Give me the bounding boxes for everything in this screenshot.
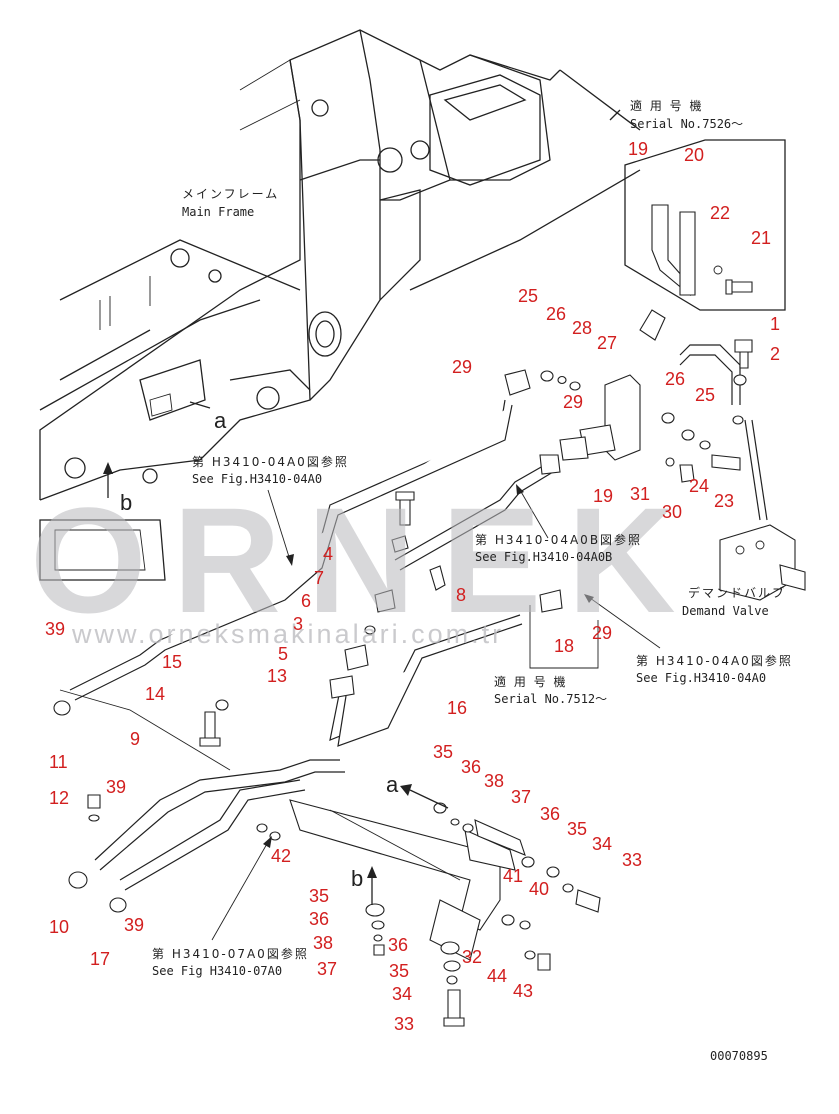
callout-24: 24 bbox=[689, 476, 709, 496]
ref-1-en: See Fig.H3410-04A0 bbox=[192, 472, 322, 486]
callout-36: 36 bbox=[461, 757, 481, 777]
main-frame-label-ja: メインフレーム bbox=[182, 187, 279, 201]
detail-inset bbox=[624, 139, 786, 341]
pipe-assembly bbox=[59, 344, 768, 961]
callout-27: 27 bbox=[597, 333, 617, 353]
callout-26: 26 bbox=[546, 304, 566, 324]
view-b-lower: b bbox=[351, 866, 363, 891]
callout-36c: 36 bbox=[309, 909, 329, 929]
callout-33b: 33 bbox=[394, 1014, 414, 1034]
demand-valve-en: Demand Valve bbox=[682, 604, 769, 618]
callout-38: 38 bbox=[484, 771, 504, 791]
callout-23: 23 bbox=[714, 491, 734, 511]
callout-9: 9 bbox=[130, 729, 140, 749]
callout-41: 41 bbox=[503, 866, 523, 886]
callout-28: 28 bbox=[572, 318, 592, 338]
callout-31: 31 bbox=[630, 484, 650, 504]
ref-4-ja: 第 H3410-07A0図参照 bbox=[152, 946, 309, 961]
callout-29b: 29 bbox=[563, 392, 583, 412]
drawing-number: 00070895 bbox=[710, 1049, 768, 1063]
main-frame-drawing bbox=[39, 29, 641, 581]
serial-top-ja: 適 用 号 機 bbox=[630, 98, 703, 113]
ref-1-ja: 第 H3410-04A0図参照 bbox=[192, 454, 349, 469]
ref-3-en: See Fig.H3410-04A0 bbox=[636, 671, 766, 685]
callout-19-inset: 19 bbox=[628, 139, 648, 159]
watermark: ORNEK www.orneksmakinalari.com.tr bbox=[30, 476, 702, 649]
callout-30: 30 bbox=[662, 502, 682, 522]
callout-6: 6 bbox=[301, 591, 311, 611]
callout-36b: 36 bbox=[540, 804, 560, 824]
callout-21: 21 bbox=[751, 228, 771, 248]
callout-20: 20 bbox=[684, 145, 704, 165]
serial-mid-en: Serial No.7512～ bbox=[494, 692, 607, 706]
callout-33: 33 bbox=[622, 850, 642, 870]
callout-43: 43 bbox=[513, 981, 533, 1001]
ref-4-en: See Fig H3410-07A0 bbox=[152, 964, 282, 978]
callout-40: 40 bbox=[529, 879, 549, 899]
callout-14: 14 bbox=[145, 684, 165, 704]
callout-44: 44 bbox=[487, 966, 507, 986]
view-a-lower: a bbox=[386, 772, 399, 797]
ref-2-en: See Fig.H3410-04A0B bbox=[475, 550, 612, 564]
callout-26b: 26 bbox=[665, 369, 685, 389]
callout-29c: 29 bbox=[592, 623, 612, 643]
callout-32: 32 bbox=[462, 947, 482, 967]
callout-35: 35 bbox=[433, 742, 453, 762]
ref-2-ja: 第 H3410-04A0B図参照 bbox=[475, 532, 642, 547]
callout-39b: 39 bbox=[106, 777, 126, 797]
callout-13: 13 bbox=[267, 666, 287, 686]
reference-leaders bbox=[211, 484, 661, 941]
callout-35d: 35 bbox=[389, 961, 409, 981]
callout-5: 5 bbox=[278, 644, 288, 664]
callout-12: 12 bbox=[49, 788, 69, 808]
callout-3: 3 bbox=[293, 614, 303, 634]
callout-37b: 37 bbox=[317, 959, 337, 979]
ref-3-ja: 第 H3410-04A0図参照 bbox=[636, 653, 793, 668]
callout-7: 7 bbox=[314, 568, 324, 588]
callout-18: 18 bbox=[554, 636, 574, 656]
callout-35c: 35 bbox=[309, 886, 329, 906]
callout-11: 11 bbox=[49, 752, 68, 772]
callout-36d: 36 bbox=[388, 935, 408, 955]
callout-35b: 35 bbox=[567, 819, 587, 839]
callout-29: 29 bbox=[452, 357, 472, 377]
callout-4: 4 bbox=[323, 544, 333, 564]
callout-25b: 25 bbox=[695, 385, 715, 405]
view-a-upper: a bbox=[214, 408, 227, 433]
callout-8: 8 bbox=[456, 585, 466, 605]
watermark-brand: ORNEK bbox=[30, 476, 702, 644]
callout-42: 42 bbox=[271, 846, 291, 866]
callout-10: 10 bbox=[49, 917, 69, 937]
callout-39c: 39 bbox=[124, 915, 144, 935]
callout-2: 2 bbox=[770, 344, 780, 364]
demand-valve-ja: デマンドバルブ bbox=[688, 585, 786, 600]
callout-34b: 34 bbox=[392, 984, 412, 1004]
callout-34: 34 bbox=[592, 834, 612, 854]
labels: メインフレーム Main Frame 適 用 号 機 Serial No.752… bbox=[120, 98, 793, 1063]
callout-37: 37 bbox=[511, 787, 531, 807]
serial-top-en: Serial No.7526～ bbox=[630, 117, 743, 131]
view-b-upper: b bbox=[120, 490, 132, 515]
fittings bbox=[53, 339, 806, 1027]
callout-15: 15 bbox=[162, 652, 182, 672]
main-frame-label-en: Main Frame bbox=[182, 205, 254, 219]
callout-22: 22 bbox=[710, 203, 730, 223]
callout-38b: 38 bbox=[313, 933, 333, 953]
serial-mid-ja: 適 用 号 機 bbox=[494, 674, 567, 689]
callout-1: 1 bbox=[770, 314, 780, 334]
callout-25: 25 bbox=[518, 286, 538, 306]
callout-39: 39 bbox=[45, 619, 65, 639]
watermark-url: www.orneksmakinalari.com.tr bbox=[71, 619, 504, 649]
callout-19: 19 bbox=[593, 486, 613, 506]
callout-17: 17 bbox=[90, 949, 110, 969]
callout-16: 16 bbox=[447, 698, 467, 718]
callouts: 1 2 3 4 5 6 7 8 9 10 11 12 13 14 15 16 1… bbox=[45, 139, 780, 1034]
